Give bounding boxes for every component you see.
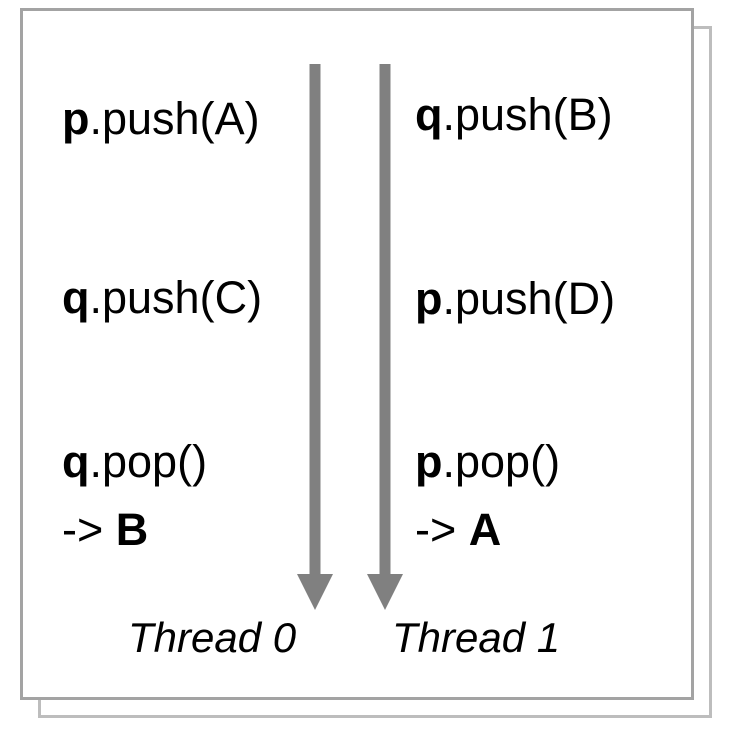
thread-1-result: -> A bbox=[415, 507, 501, 552]
object-name: p bbox=[415, 273, 443, 324]
thread-0-arrow bbox=[297, 64, 333, 610]
thread-0-op-3: q.pop() bbox=[62, 439, 207, 484]
result-arrow: -> bbox=[415, 504, 469, 555]
result-arrow: -> bbox=[62, 504, 116, 555]
object-name: q bbox=[415, 89, 443, 140]
method-call: .pop() bbox=[442, 436, 561, 487]
object-name: p bbox=[415, 436, 443, 487]
result-value: A bbox=[468, 504, 502, 555]
method-call: .push(B) bbox=[442, 89, 613, 140]
object-name: p bbox=[62, 93, 90, 144]
method-call: .push(D) bbox=[442, 273, 616, 324]
thread-0-op-2: q.push(C) bbox=[62, 275, 262, 320]
object-name: q bbox=[62, 272, 90, 323]
thread-1-op-2: p.push(D) bbox=[415, 276, 615, 321]
thread-1-op-1: q.push(B) bbox=[415, 92, 613, 137]
thread-0-result: -> B bbox=[62, 507, 148, 552]
result-value: B bbox=[115, 504, 149, 555]
thread-1-label: Thread 1 bbox=[392, 614, 561, 661]
thread-0-label: Thread 0 bbox=[128, 614, 297, 661]
thread-1-op-3: p.pop() bbox=[415, 439, 560, 484]
method-call: .push(A) bbox=[89, 93, 260, 144]
thread-1-arrow bbox=[367, 64, 403, 610]
method-call: .push(C) bbox=[89, 272, 263, 323]
object-name: q bbox=[62, 436, 90, 487]
thread-0-op-1: p.push(A) bbox=[62, 96, 260, 141]
diagram-card bbox=[20, 8, 694, 700]
method-call: .pop() bbox=[89, 436, 208, 487]
